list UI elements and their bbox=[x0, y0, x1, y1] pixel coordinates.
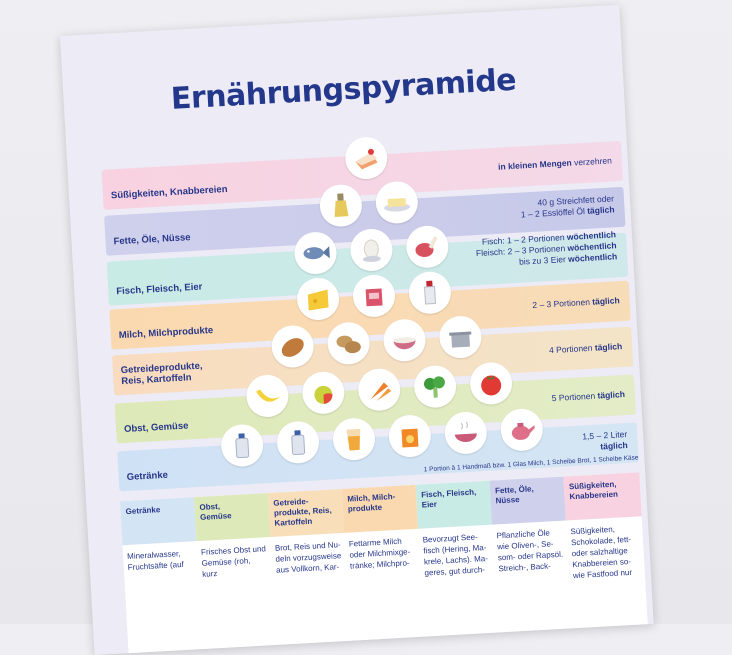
icon-row-5 bbox=[77, 306, 639, 381]
table-header: Fette, Öle, Nüsse bbox=[489, 476, 566, 525]
juice-glass-icon bbox=[331, 417, 377, 462]
cake-icon bbox=[344, 135, 389, 181]
broccoli-icon bbox=[413, 364, 458, 409]
table-cell: Pflanzliche Öle wie Oliven-, Se- som- od… bbox=[496, 528, 564, 574]
potatoes-icon bbox=[326, 321, 371, 366]
icon-row-2 bbox=[69, 168, 631, 243]
bread-icon bbox=[270, 324, 315, 369]
milk-carton-icon bbox=[351, 273, 397, 319]
tomato-icon bbox=[468, 361, 514, 406]
table-cell: Fettarme Milch oder Milchmixge- tränke; … bbox=[348, 536, 411, 571]
table-header: Fisch, Fleisch, Eier bbox=[415, 480, 492, 529]
pyramid-poster: Ernährungspyramide Süßigkeiten, Knabbere… bbox=[60, 4, 654, 655]
milk-bottle-icon bbox=[407, 270, 453, 315]
icon-row-1 bbox=[67, 123, 629, 198]
table-header: Süßigkeiten, Knabbereien bbox=[563, 472, 642, 521]
cheese-icon bbox=[295, 276, 341, 322]
table-cell: Süßigkeiten, Schokolade, fett- oder salz… bbox=[570, 524, 633, 581]
icon-row-6 bbox=[80, 354, 642, 429]
water-bottle-icon bbox=[220, 423, 265, 468]
butter-icon bbox=[374, 180, 419, 225]
water-bottle-icon bbox=[275, 420, 321, 465]
oil-bottle-icon bbox=[318, 183, 364, 228]
teapot-icon bbox=[499, 407, 544, 452]
egg-icon bbox=[349, 227, 394, 273]
rice-bowl-icon bbox=[382, 318, 427, 363]
table-cell: Bevorzugt See- fisch (Hering, Ma- krele,… bbox=[422, 532, 489, 578]
food-groups-table: Getränke Obst, Gemüse Getreide- produkte… bbox=[120, 472, 649, 655]
bananas-icon bbox=[245, 373, 290, 419]
icon-row-4 bbox=[74, 260, 636, 335]
fish-icon bbox=[293, 230, 338, 276]
table-cell: Brot, Reis und Nu- deln vorzugsweise aus… bbox=[274, 540, 342, 575]
soup-icon bbox=[443, 410, 488, 456]
poster-title: Ernährungspyramide bbox=[169, 62, 517, 117]
table-cell: Frisches Obst und Gemüse (roh, kurz bbox=[200, 544, 267, 579]
chicken-leg-icon bbox=[405, 224, 450, 269]
table-header: Obst, Gemüse bbox=[193, 493, 271, 542]
apple-icon bbox=[301, 370, 346, 415]
icon-row-3 bbox=[72, 214, 634, 289]
table-header: Getränke bbox=[120, 497, 197, 546]
pot-icon bbox=[438, 314, 483, 360]
table-header: Milch, Milch- produkte bbox=[341, 484, 419, 533]
table-cell: Mineralwasser, Fruchtsäfte (auf bbox=[126, 549, 184, 573]
juice-carton-icon bbox=[387, 413, 433, 459]
icon-row-7 bbox=[82, 402, 644, 477]
carrots-icon bbox=[357, 367, 402, 412]
table-header: Getreide- produkte, Reis, Kartoffeln bbox=[267, 488, 345, 538]
